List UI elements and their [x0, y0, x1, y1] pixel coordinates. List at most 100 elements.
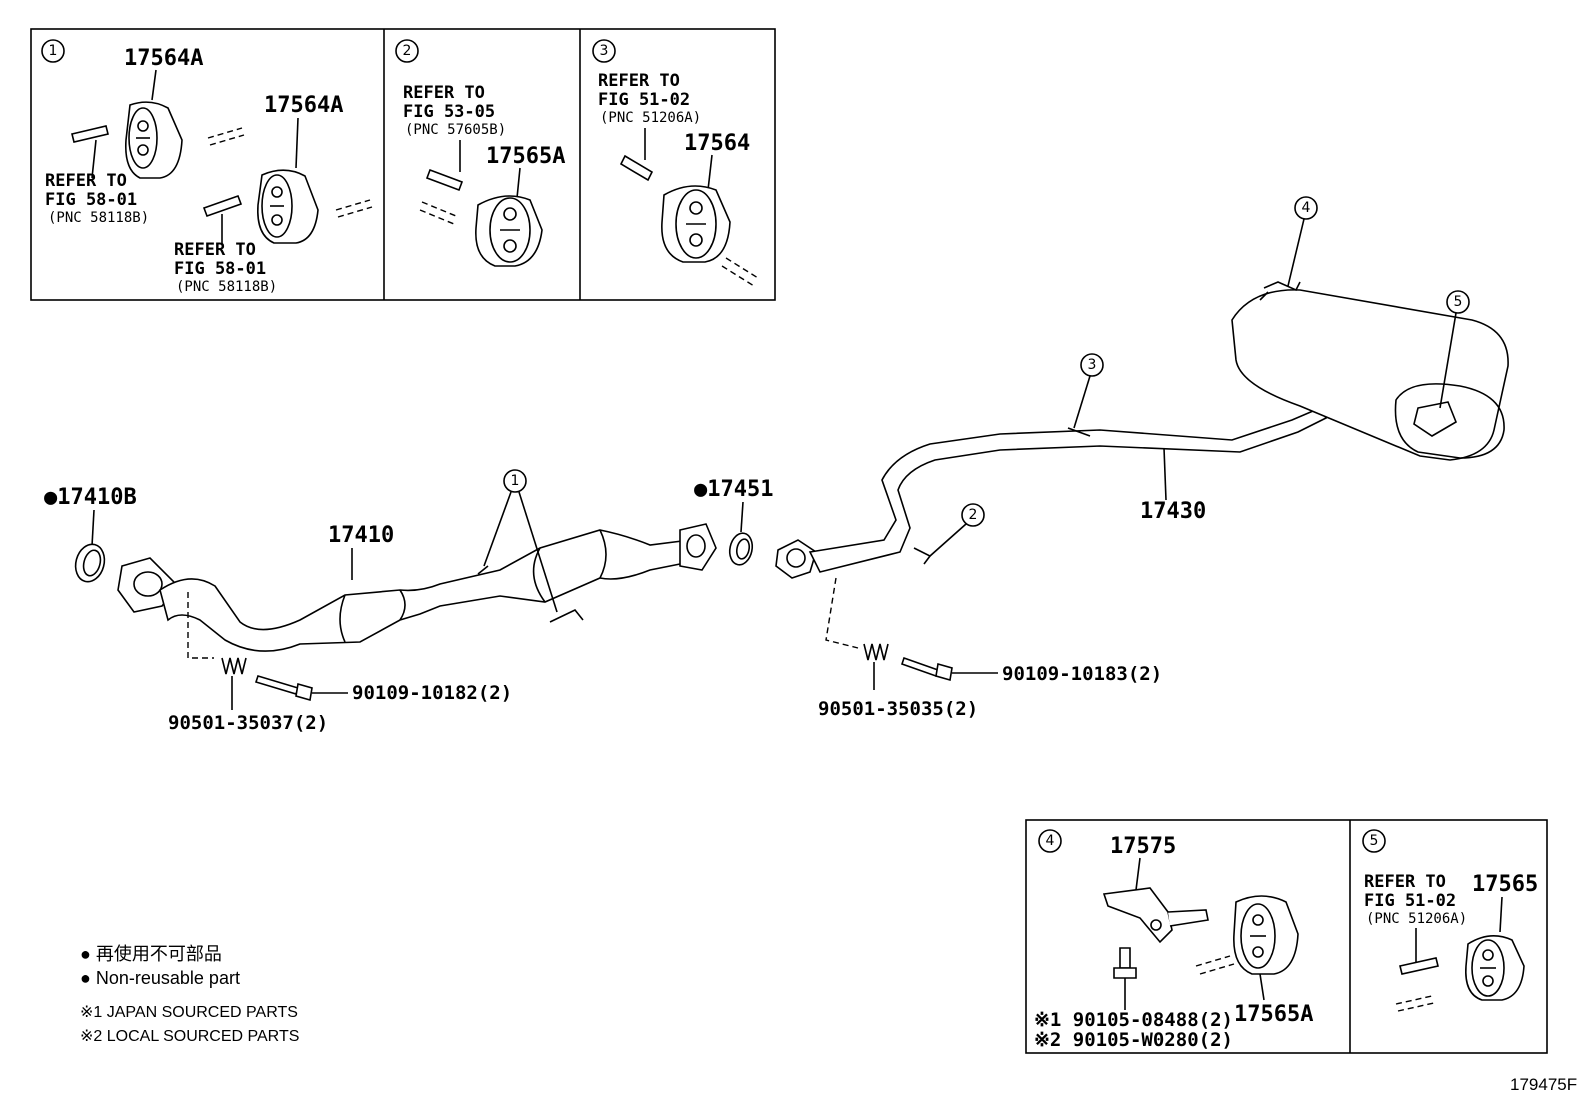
hanger-pin-icon — [71, 125, 109, 143]
part-label-17565A: 17565A — [1234, 1002, 1313, 1027]
rubber-insulator-icon — [124, 101, 183, 179]
ref-text: REFER TO — [598, 71, 680, 91]
callout-circle-3 — [592, 39, 616, 63]
callout-circle-4 — [1038, 829, 1062, 853]
ref-text: FIG 51-02 — [1364, 891, 1456, 911]
compression-spring-icon — [221, 657, 247, 675]
front-bolt-spring: 90109-10182(2) 90501-35037(2) — [168, 592, 512, 734]
part-label-17410B: ●17410B — [44, 485, 137, 510]
bolt-icon — [254, 675, 313, 702]
hanger-pin-icon — [1263, 281, 1301, 292]
hanger-pin-icon — [619, 154, 654, 182]
top-inset-panels — [30, 28, 776, 301]
callout-number: 5 — [1370, 833, 1379, 849]
ref-text: FIG 53-05 — [403, 102, 495, 122]
rubber-insulator-icon — [1465, 935, 1525, 1001]
callout-number: 4 — [1302, 200, 1311, 216]
inset-1: 1 17564A REFER TO FIG 58-01 (PNC 58118B)… — [41, 39, 373, 295]
flange-icon — [679, 523, 717, 571]
part-label-17430: 17430 — [1140, 499, 1206, 524]
legend-jp-nonreusable: ● 再使用不可部品 — [80, 944, 222, 964]
callout-number: 3 — [600, 43, 609, 59]
callout-number: 2 — [403, 43, 412, 59]
rubber-insulator-icon — [257, 169, 319, 244]
callout-circle-5 — [1446, 290, 1470, 314]
callout-number: 1 — [511, 473, 520, 489]
legend-note-1: ※1 JAPAN SOURCED PARTS — [80, 1004, 298, 1021]
callout-number: 2 — [969, 507, 978, 523]
inset-3: 3 REFER TO FIG 51-02 (PNC 51206A) 17564 — [592, 39, 759, 287]
legend-note-2: ※2 LOCAL SOURCED PARTS — [80, 1028, 299, 1045]
legend: ● 再使用不可部品 ● Non-reusable part ※1 JAPAN S… — [80, 944, 299, 1045]
part-label-90109-10183: 90109-10183(2) — [1002, 663, 1162, 685]
center-gasket: ●17451 — [694, 477, 773, 566]
callout-circle-5 — [1362, 829, 1386, 853]
legend-nonreusable: ● Non-reusable part — [80, 968, 240, 988]
part-label-90105-08488: ※1 90105-08488(2) — [1034, 1009, 1233, 1031]
hanger-pin-icon — [202, 194, 243, 218]
figure-code: 179475F — [1510, 1075, 1577, 1094]
part-label-90105-W0280: ※2 90105-W0280(2) — [1034, 1029, 1233, 1051]
callout-circle-4 — [1294, 196, 1318, 220]
hanger-pin-icon — [1399, 957, 1439, 975]
part-label-17564: 17564 — [684, 131, 750, 156]
rubber-insulator-icon — [475, 195, 543, 267]
callout-circle-2 — [961, 503, 985, 527]
part-label-90109-10182: 90109-10182(2) — [352, 682, 512, 704]
pipe-body-icon — [808, 406, 1328, 573]
hanger-pin-icon — [425, 168, 464, 192]
bolt-icon — [900, 656, 953, 682]
pnc-text: (PNC 51206A) — [1366, 911, 1467, 927]
hanger-bracket-icon — [1102, 887, 1209, 944]
callout-number: 3 — [1088, 357, 1097, 373]
part-label-17451: ●17451 — [694, 477, 773, 502]
ref-text: REFER TO — [403, 83, 485, 103]
flange-icon — [775, 539, 817, 579]
part-label-17564A: 17564A — [124, 46, 203, 71]
part-label-17565A: 17565A — [486, 144, 565, 169]
part-label-90501-35037: 90501-35037(2) — [168, 712, 328, 734]
pipe-body-icon — [159, 529, 691, 652]
part-label-17410: 17410 — [328, 523, 394, 548]
pnc-text: (PNC 58118B) — [48, 210, 149, 226]
rear-bolt-spring: 90109-10183(2) 90501-35035(2) — [818, 577, 1162, 720]
compression-spring-icon — [863, 643, 889, 661]
part-label-17564A: 17564A — [264, 93, 343, 118]
callout-circle-2 — [395, 39, 419, 63]
gasket-ring-icon — [74, 543, 106, 583]
bolt-icon — [1113, 947, 1137, 979]
inset-2: 2 REFER TO FIG 53-05 (PNC 57605B) 17565A — [395, 39, 565, 267]
muffler-icon — [1231, 289, 1509, 461]
bottom-inset-frame — [1025, 819, 1548, 1054]
hanger-pin-icon — [549, 609, 584, 623]
ref-text: REFER TO — [174, 240, 256, 260]
callout-number: 1 — [49, 43, 58, 59]
callout-circle-1 — [41, 39, 65, 63]
front-gasket: ●17410B — [44, 485, 137, 583]
pnc-text: (PNC 58118B) — [176, 279, 277, 295]
callout-number: 4 — [1046, 833, 1055, 849]
pnc-text: (PNC 57605B) — [405, 122, 506, 138]
top-inset-frame — [30, 28, 776, 301]
ref-text: REFER TO — [1364, 872, 1446, 892]
part-label-17565: 17565 — [1472, 872, 1538, 897]
ref-text: REFER TO — [45, 171, 127, 191]
rubber-insulator-icon — [1233, 895, 1299, 975]
part-label-90501-35035: 90501-35035(2) — [818, 698, 978, 720]
inset-5: 5 REFER TO FIG 51-02 (PNC 51206A) 17565 — [1362, 829, 1538, 1012]
callout-number: 5 — [1454, 294, 1463, 310]
tail-pipe-muffler: 17430 2 3 4 5 — [775, 196, 1509, 579]
gasket-ring-icon — [728, 532, 754, 566]
ref-text: FIG 58-01 — [174, 259, 266, 279]
callout-circle-1 — [503, 469, 527, 493]
bottom-inset-panels — [1025, 819, 1548, 1054]
pnc-text: (PNC 51206A) — [600, 110, 701, 126]
callout-circle-3 — [1080, 353, 1104, 377]
ref-text: FIG 51-02 — [598, 90, 690, 110]
rubber-insulator-icon — [661, 185, 731, 263]
part-label-17575: 17575 — [1110, 834, 1176, 859]
ref-text: FIG 58-01 — [45, 190, 137, 210]
inset-4: 4 17575 ※1 90105-08488(2) ※2 90105-W0280… — [1034, 829, 1313, 1051]
front-exhaust-pipe: 17410 1 — [117, 469, 717, 652]
